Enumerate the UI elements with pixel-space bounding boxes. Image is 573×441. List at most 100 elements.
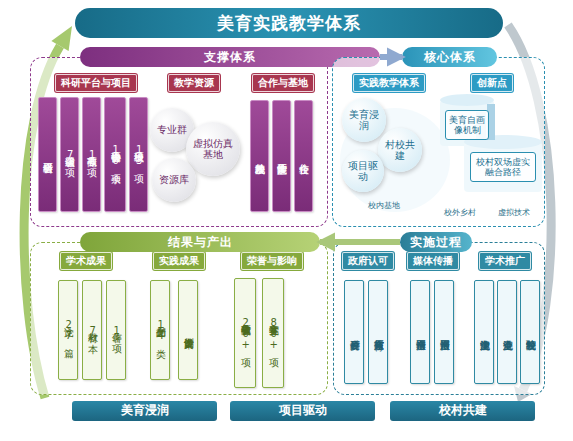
group-header: 实践成果	[153, 252, 205, 270]
group-box: 学术推广澳门大学企业交流 香港企业交流 院校经验复制	[468, 252, 542, 390]
item-bar: 学生竞赛奖80+项	[262, 278, 284, 388]
annotation-label: 校外乡村	[444, 207, 476, 218]
node-label: 学生竞赛奖80+项	[268, 281, 279, 385]
annotation-label: 校内基地	[368, 200, 400, 211]
item-circle: 虚拟仿真基地	[186, 122, 240, 176]
group-header: 荣誉与影响	[241, 252, 303, 270]
item-bar: 教材7本	[82, 280, 102, 380]
group-header: 媒体传播	[407, 252, 459, 270]
item-bar: 校企合作	[294, 100, 313, 212]
node-label: 专业群	[154, 124, 190, 136]
annotation-label: 虚拟技术	[498, 207, 530, 218]
group-header: 合作与基地	[252, 74, 314, 92]
theme-band: 美育浸润	[72, 401, 217, 421]
node-label: 美育自画像机制	[446, 115, 488, 136]
group-box: 实践教学体系美育浸润村校共建项目驱动	[338, 74, 440, 220]
group-box: 荣誉与影响省级教学奖项20+项 学生竞赛奖80+项	[222, 252, 322, 390]
node-label: 校企合作	[298, 103, 309, 209]
item-bar: 高教专项1项	[82, 97, 101, 212]
node-label: 技能大师工作室	[276, 103, 287, 209]
item-bar: 校级项目13项	[129, 97, 148, 212]
group-header: 学术成果	[60, 252, 112, 270]
node-label: 广东省教育厅报道	[373, 283, 384, 381]
node-label: 校村双场虚实融合路径	[471, 157, 535, 178]
item-bar: 技能大师工作室	[272, 100, 291, 212]
section-frame: 结果与产出学术成果论文27篇 教材7本 著作1项 实践成果文创产品14类 多类设计案例 荣…	[30, 230, 328, 395]
group-header: 教学资源	[168, 74, 220, 92]
title-banner: 美育实践教学体系	[75, 8, 503, 38]
item-bar: 广东省教育厅报道	[368, 280, 388, 384]
item-bar: 文创产品14类	[150, 280, 170, 380]
item-bar: 省级科研平台	[38, 97, 57, 212]
node-label: 美育浸润	[342, 109, 386, 132]
item-bar: 村委高度评价	[344, 280, 364, 384]
group-box: 媒体传播非遗网平台报道 新浪网平台报道	[400, 252, 466, 390]
item-bar: 校外实践基地	[250, 100, 269, 212]
item-bar: 论文27篇	[58, 280, 78, 380]
group-box: 创新点美育自画像机制校村双场虚实融合路径	[442, 74, 542, 220]
item-bar: 多类设计案例	[178, 280, 198, 380]
section-banner: 实施过程	[400, 232, 472, 252]
item-box: 美育自画像机制	[445, 110, 489, 140]
node-label: 省级课题7项	[64, 100, 75, 209]
group-header: 学术推广	[479, 252, 531, 270]
node-label: 校级项目13项	[133, 100, 144, 209]
node-label: 省级教学奖项20+项	[240, 281, 251, 385]
group-header: 政府认可	[342, 252, 394, 270]
item-bar: 省级课题7项	[60, 97, 79, 212]
node-label: 非遗网平台报道	[415, 283, 426, 381]
item-bar: 院校经验复制	[520, 280, 540, 384]
node-label: 项目驱动	[342, 160, 384, 183]
node-label: 学会协会项目10余项	[110, 100, 121, 209]
group-box: 实践成果文创产品14类 多类设计案例	[138, 252, 220, 390]
node-label: 校外实践基地	[254, 103, 265, 209]
item-bar: 新浪网平台报道	[434, 280, 454, 384]
item-bar: 省级教学奖项20+项	[234, 278, 256, 388]
theme-band: 校村共建	[390, 401, 535, 421]
node-label: 美育浸润	[118, 404, 172, 418]
item-bar: 香港企业交流	[497, 280, 517, 384]
node-label: 文创产品14类	[155, 283, 166, 377]
section-banner: 核心体系	[402, 47, 497, 67]
section-frame: 核心体系实践教学体系美育浸润村校共建项目驱动创新点美育自画像机制校村双场虚实融合…	[332, 45, 545, 227]
section-frame: 支撑体系科研平台与项目省级科研平台省级课题7项高教专项1项学会协会项目10余项校…	[30, 45, 328, 227]
item-circle: 村校共建	[378, 128, 422, 172]
node-label: 高教专项1项	[86, 100, 97, 209]
node-label: 新浪网平台报道	[439, 283, 450, 381]
node-label: 多类设计案例	[183, 283, 194, 377]
item-box: 校村双场虚实融合路径	[470, 152, 536, 182]
group-box: 合作与基地校外实践基地技能大师工作室校企合作	[244, 74, 322, 220]
item-bar: 澳门大学企业交流	[474, 280, 494, 384]
group-header: 实践教学体系	[353, 74, 425, 92]
node-label: 校村共建	[436, 404, 490, 418]
group-box: 教学资源专业群虚拟仿真基地资源库	[148, 74, 240, 220]
theme-band: 项目驱动	[230, 401, 375, 421]
node-label: 教材7本	[87, 283, 98, 377]
node-label: 澳门大学企业交流	[479, 283, 490, 381]
item-bar: 非遗网平台报道	[410, 280, 430, 384]
item-bar: 学会协会项目10余项	[104, 97, 126, 212]
section-banner: 结果与产出	[80, 232, 320, 252]
node-label: 虚拟仿真基地	[186, 138, 240, 161]
node-label: 香港企业交流	[502, 283, 513, 381]
group-box: 学术成果论文27篇 教材7本 著作1项	[38, 252, 134, 390]
item-circle: 资源库	[152, 158, 196, 202]
group-header: 科研平台与项目	[55, 74, 137, 92]
group-box: 政府认可村委高度评价 广东省教育厅报道	[338, 252, 398, 390]
node-label: 省级科研平台	[42, 100, 53, 209]
node-label: 著作1项	[111, 283, 122, 377]
node-label: 院校经验复制	[525, 283, 536, 381]
node-label: 村委高度评价	[349, 283, 360, 381]
section-frame: 实施过程政府认可村委高度评价 广东省教育厅报道 媒体传播非遗网平台报道 新浪网平台报道…	[333, 230, 545, 395]
node-label: 项目驱动	[276, 404, 330, 418]
item-bar: 著作1项	[106, 280, 126, 380]
group-box: 科研平台与项目省级科研平台省级课题7项高教专项1项 学会协会项目10余项 校级项目1…	[36, 74, 156, 220]
node-label: 村校共建	[378, 139, 422, 162]
node-label: 论文27篇	[63, 283, 74, 377]
group-header: 创新点	[471, 74, 513, 92]
item-circle: 美育浸润	[342, 98, 386, 142]
cycle-arrow-head	[51, 26, 72, 51]
node-label: 资源库	[156, 174, 192, 186]
item-circle: 项目驱动	[342, 150, 384, 192]
